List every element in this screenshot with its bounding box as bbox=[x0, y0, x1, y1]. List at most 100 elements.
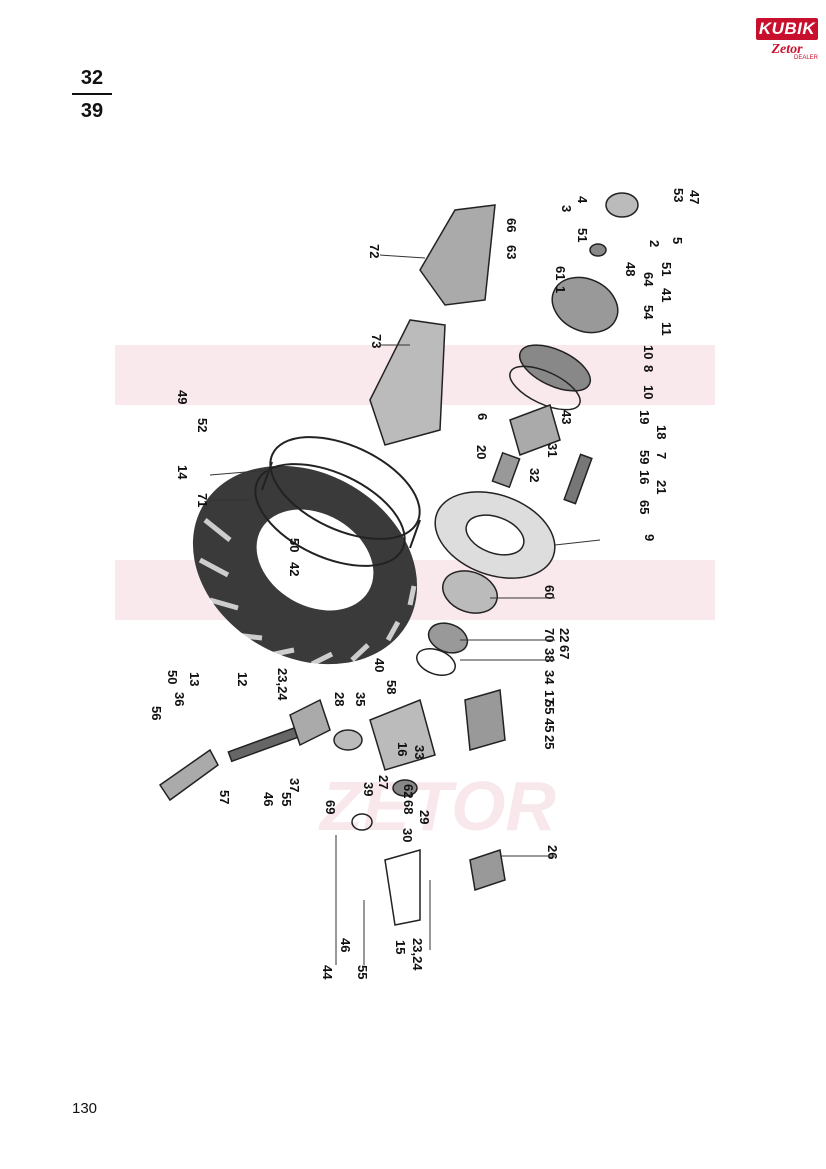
callout-55b: 55 bbox=[279, 792, 294, 806]
callout-69: 69 bbox=[323, 800, 338, 814]
section-page-fraction: 32 39 bbox=[68, 66, 116, 123]
callout-68: 68 bbox=[401, 800, 416, 814]
callout-62: 62 bbox=[401, 784, 416, 798]
callout-43: 43 bbox=[559, 410, 574, 424]
callout-14: 14 bbox=[175, 465, 190, 480]
callout-21: 21 bbox=[654, 480, 669, 494]
callout-31: 31 bbox=[545, 443, 560, 457]
callout-49: 49 bbox=[175, 390, 190, 404]
callout-12: 12 bbox=[235, 672, 250, 686]
tire-hole bbox=[256, 509, 374, 611]
callout-37: 37 bbox=[287, 778, 302, 792]
callout-64: 64 bbox=[641, 272, 656, 287]
callout-2: 2 bbox=[647, 240, 662, 247]
logo-dealer-text: DEALER bbox=[793, 55, 818, 61]
page-number: 130 bbox=[72, 1100, 98, 1117]
callout-35: 35 bbox=[353, 692, 368, 706]
callout-51b: 51 bbox=[659, 262, 674, 276]
callout-47: 47 bbox=[687, 190, 702, 204]
callout-1: 1 bbox=[553, 286, 568, 293]
callout-50: 50 bbox=[287, 538, 302, 552]
steering-linkage bbox=[158, 689, 506, 926]
callout-53: 53 bbox=[671, 188, 686, 202]
callout-55c: 55 bbox=[355, 965, 370, 979]
callout-55: 55 bbox=[542, 700, 557, 714]
callout-56: 56 bbox=[149, 706, 164, 720]
callout-46: 46 bbox=[261, 792, 276, 806]
callout-20: 20 bbox=[474, 445, 489, 459]
callout-25: 25 bbox=[542, 735, 557, 749]
callout-29: 29 bbox=[417, 810, 432, 824]
hub-assembly bbox=[416, 192, 639, 676]
callout-44: 44 bbox=[320, 965, 335, 980]
callout-26: 26 bbox=[545, 845, 560, 859]
callout-16b: 16 bbox=[395, 742, 410, 756]
callout-13: 13 bbox=[187, 672, 202, 686]
callout-11: 11 bbox=[659, 322, 674, 336]
callout-61: 61 bbox=[553, 266, 568, 280]
callout-34: 34 bbox=[542, 670, 557, 685]
callout-67: 67 bbox=[557, 645, 572, 659]
callout-17: 17 bbox=[542, 690, 557, 704]
callout-7: 7 bbox=[654, 452, 669, 459]
fraction-denominator: 39 bbox=[80, 100, 104, 122]
logo-kubik-text: KUBIK bbox=[756, 18, 818, 40]
callout-70: 70 bbox=[542, 628, 557, 642]
callout-27: 27 bbox=[376, 775, 391, 789]
callout-4: 4 bbox=[575, 196, 590, 204]
callout-73: 73 bbox=[369, 334, 384, 348]
callout-45: 45 bbox=[542, 718, 557, 732]
fender-parts bbox=[369, 204, 496, 446]
callout-32: 32 bbox=[527, 468, 542, 482]
callout-51: 51 bbox=[575, 228, 590, 242]
callout-60: 60 bbox=[542, 585, 557, 599]
callout-58: 58 bbox=[384, 680, 399, 694]
callout-16: 16 bbox=[637, 470, 652, 484]
callout-40: 40 bbox=[372, 658, 387, 672]
callout-57: 57 bbox=[217, 790, 232, 804]
callout-15: 15 bbox=[393, 940, 408, 954]
callout-50b: 50 bbox=[165, 670, 180, 684]
callout-10b: 10 bbox=[641, 385, 656, 399]
callout-18: 18 bbox=[654, 425, 669, 439]
watermark-text: ZETOR bbox=[318, 767, 556, 845]
callout-46b: 46 bbox=[338, 938, 353, 952]
callout-36: 36 bbox=[172, 692, 187, 706]
callout-30: 30 bbox=[400, 828, 415, 842]
callout-38: 38 bbox=[542, 648, 557, 662]
callout-10: 10 bbox=[641, 345, 656, 359]
leader-lines bbox=[209, 254, 601, 965]
callout-41: 41 bbox=[659, 288, 674, 302]
callout-66: 66 bbox=[504, 218, 519, 232]
callout-23-24b: 23,24 bbox=[410, 938, 425, 971]
kubik-zetor-logo: KUBIK Zetor DEALER bbox=[756, 18, 818, 70]
callout-48: 48 bbox=[623, 262, 638, 276]
fraction-bar bbox=[72, 93, 112, 95]
callout-6: 6 bbox=[475, 413, 490, 420]
callout-5: 5 bbox=[670, 237, 685, 244]
wheel-rim bbox=[254, 436, 421, 567]
callout-65: 65 bbox=[637, 500, 652, 514]
callout-9: 9 bbox=[642, 534, 657, 541]
tire-tread bbox=[198, 518, 417, 667]
logo-zetor-text: Zetor bbox=[771, 42, 803, 57]
callout-28: 28 bbox=[332, 692, 347, 706]
callout-19: 19 bbox=[637, 410, 652, 424]
fraction-numerator: 32 bbox=[80, 67, 104, 89]
callout-72: 72 bbox=[367, 244, 382, 258]
callout-42: 42 bbox=[287, 562, 302, 576]
callout-8: 8 bbox=[641, 365, 656, 372]
callout-52: 52 bbox=[195, 418, 210, 432]
callout-23-24: 23,24 bbox=[275, 668, 290, 701]
tire-illustration bbox=[192, 465, 418, 667]
callout-33: 33 bbox=[412, 745, 427, 759]
callout-63: 63 bbox=[504, 245, 519, 259]
part-callouts: 47 53 4 3 5 51 2 66 72 63 61 1 48 64 51 … bbox=[149, 188, 702, 980]
callout-54: 54 bbox=[641, 305, 656, 320]
callout-71: 71 bbox=[195, 493, 210, 507]
callout-3: 3 bbox=[559, 205, 574, 212]
callout-22: 22 bbox=[557, 628, 572, 642]
callout-39: 39 bbox=[361, 782, 376, 796]
